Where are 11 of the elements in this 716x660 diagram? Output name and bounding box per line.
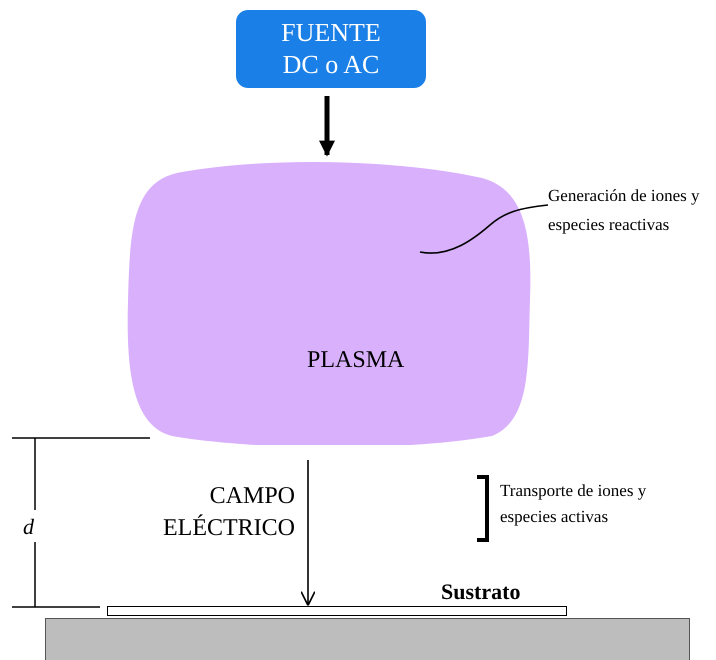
plasma-label: PLASMA [307,347,404,374]
annotation-text: Transporte de iones y especies activas [500,480,648,528]
substrate-label: Sustrato [441,579,520,605]
leader-line [420,204,548,254]
dimension-label: d [23,513,34,541]
base-slab [45,618,690,660]
power-source-box: FUENTE DC o AC [236,10,426,88]
arrow [319,96,335,157]
edge-label: CAMPO ELÉCTRICO [162,482,295,544]
arrow [300,460,316,606]
annotation-text: Generación de iones y especies reactivas [548,182,708,278]
